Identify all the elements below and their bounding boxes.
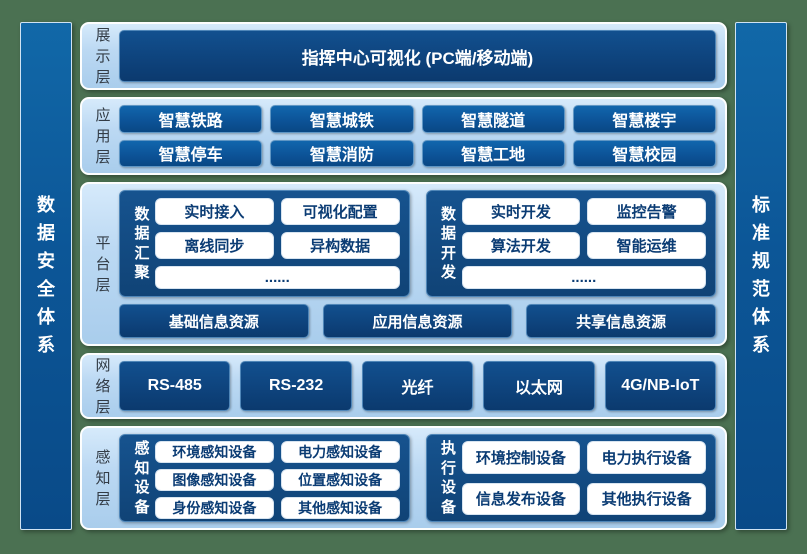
item-development-more: ......: [461, 266, 706, 289]
execution-devices-grid: 环境控制设备 电力执行设备 信息发布设备 其他执行设备: [461, 441, 706, 515]
item-visual-config: 可视化配置: [280, 198, 400, 225]
application-layer-body: 智慧铁路 智慧城铁 智慧隧道 智慧楼宇 智慧停车 智慧消防 智慧工地 智慧校园: [119, 105, 716, 167]
sidebar-data-security: 数据安全体系: [20, 22, 72, 530]
app-smart-worksite: 智慧工地: [421, 139, 565, 167]
platform-layer-body: 数据汇聚 实时接入 可视化配置 离线同步 异构数据 ......: [119, 190, 717, 338]
net-fiber: 光纤: [361, 361, 474, 411]
platform-layer-label-col: 平台层: [87, 233, 119, 296]
execution-devices-title-col: 执行设备: [436, 439, 462, 517]
device-image-sensing: 图像感知设备: [155, 469, 274, 491]
resource-basic-info: 基础信息资源: [119, 304, 309, 338]
device-other-sensing: 其他感知设备: [280, 497, 400, 519]
network-layer-label: 网络层: [95, 356, 111, 416]
item-aggregation-more: ......: [155, 266, 400, 289]
device-identity-sensing: 身份感知设备: [155, 497, 274, 519]
device-power-sensing: 电力感知设备: [280, 441, 400, 463]
net-4g-nbiot: 4G/NB-IoT: [604, 361, 716, 411]
item-realtime-access: 实时接入: [155, 198, 274, 225]
item-realtime-dev: 实时开发: [461, 198, 581, 225]
perception-devices-grid: 环境感知设备 电力感知设备 图像感知设备 位置感知设备 身份感知设备 其他感知设…: [155, 441, 400, 519]
app-smart-firefighting: 智慧消防: [270, 139, 414, 167]
app-smart-tunnel: 智慧隧道: [421, 105, 565, 133]
network-layer-body: RS-485 RS-232 光纤 以太网 4G/NB-IoT: [119, 361, 716, 411]
device-env-sensing: 环境感知设备: [155, 441, 274, 463]
item-offline-sync: 离线同步: [155, 232, 274, 259]
group-data-development: 数据开发 实时开发 监控告警 算法开发 智能运维 ......: [425, 190, 716, 297]
app-smart-parking: 智慧停车: [119, 139, 263, 167]
data-development-title: 数据开发: [440, 205, 456, 282]
standards-label: 标准规范体系: [751, 195, 770, 355]
resource-shared-info: 共享信息资源: [526, 304, 717, 338]
perception-layer-label: 感知层: [95, 448, 111, 508]
group-execution-devices: 执行设备 环境控制设备 电力执行设备 信息发布设备 其他执行设备: [425, 434, 716, 522]
application-layer-label: 应用层: [95, 106, 111, 166]
app-smart-metro: 智慧城铁: [270, 105, 414, 133]
data-development-title-col: 数据开发: [436, 205, 462, 283]
application-layer-label-col: 应用层: [87, 105, 119, 168]
data-development-grid: 实时开发 监控告警 算法开发 智能运维 ......: [461, 198, 706, 289]
group-perception-devices: 感知设备 环境感知设备 电力感知设备 图像感知设备 位置感知设备 身份感知设备 …: [119, 434, 410, 522]
data-aggregation-title-col: 数据汇聚: [129, 205, 155, 283]
layer-stack: 展示层 指挥中心可视化 (PC端/移动端) 应用层 智慧铁路 智慧城铁 智慧隧道…: [80, 22, 727, 530]
item-heterogeneous-data: 异构数据: [280, 232, 400, 259]
data-aggregation-grid: 实时接入 可视化配置 离线同步 异构数据 ......: [155, 198, 400, 289]
network-layer-label-col: 网络层: [87, 355, 119, 418]
net-rs485: RS-485: [119, 361, 231, 411]
item-monitor-alert: 监控告警: [587, 198, 706, 225]
net-rs232: RS-232: [240, 361, 352, 411]
sidebar-standards: 标准规范体系: [735, 22, 787, 530]
diagram-frame: 数据安全体系 展示层 指挥中心可视化 (PC端/移动端) 应用层 智慧铁路: [20, 22, 787, 530]
perception-layer-body: 感知设备 环境感知设备 电力感知设备 图像感知设备 位置感知设备 身份感知设备 …: [119, 434, 716, 522]
panel-perception-layer: 感知层 感知设备 环境感知设备 电力感知设备 图像感知设备 位置感知设备 身份感…: [80, 426, 727, 530]
execution-devices-title: 执行设备: [440, 440, 456, 516]
device-location-sensing: 位置感知设备: [280, 469, 400, 491]
panel-display-layer: 展示层 指挥中心可视化 (PC端/移动端): [80, 22, 727, 90]
data-security-label: 数据安全体系: [36, 195, 55, 355]
group-data-aggregation: 数据汇聚 实时接入 可视化配置 离线同步 异构数据 ......: [119, 190, 410, 297]
perception-layer-label-col: 感知层: [87, 447, 119, 510]
panel-network-layer: 网络层 RS-485 RS-232 光纤 以太网 4G/NB-IoT: [80, 353, 727, 419]
resource-application-info: 应用信息资源: [322, 304, 513, 338]
platform-layer-label: 平台层: [95, 234, 111, 294]
display-layer-body: 指挥中心可视化 (PC端/移动端): [119, 30, 716, 82]
data-aggregation-title: 数据汇聚: [134, 205, 150, 282]
device-env-control: 环境控制设备: [461, 441, 581, 474]
item-algorithm-dev: 算法开发: [461, 232, 581, 259]
app-smart-railway: 智慧铁路: [119, 105, 263, 133]
panel-application-layer: 应用层 智慧铁路 智慧城铁 智慧隧道 智慧楼宇 智慧停车 智慧消防 智慧工地 智…: [80, 97, 727, 175]
resource-row: 基础信息资源 应用信息资源 共享信息资源: [119, 304, 717, 338]
app-smart-building: 智慧楼宇: [572, 105, 716, 133]
perception-devices-title: 感知设备: [134, 440, 150, 516]
command-center-banner: 指挥中心可视化 (PC端/移动端): [119, 30, 716, 82]
item-intelligent-ops: 智能运维: [587, 232, 706, 259]
net-ethernet: 以太网: [483, 361, 595, 411]
app-smart-campus: 智慧校园: [572, 139, 716, 167]
platform-groups: 数据汇聚 实时接入 可视化配置 离线同步 异构数据 ......: [119, 190, 716, 297]
device-other-execution: 其他执行设备: [587, 482, 706, 515]
panel-platform-layer: 平台层 数据汇聚 实时接入 可视化配置 离线同步 异构数据: [80, 182, 727, 346]
display-layer-label: 展示层: [95, 26, 111, 86]
device-power-execution: 电力执行设备: [587, 441, 706, 474]
perception-devices-title-col: 感知设备: [129, 439, 155, 517]
device-info-publishing: 信息发布设备: [461, 482, 581, 515]
display-layer-label-col: 展示层: [87, 25, 119, 88]
